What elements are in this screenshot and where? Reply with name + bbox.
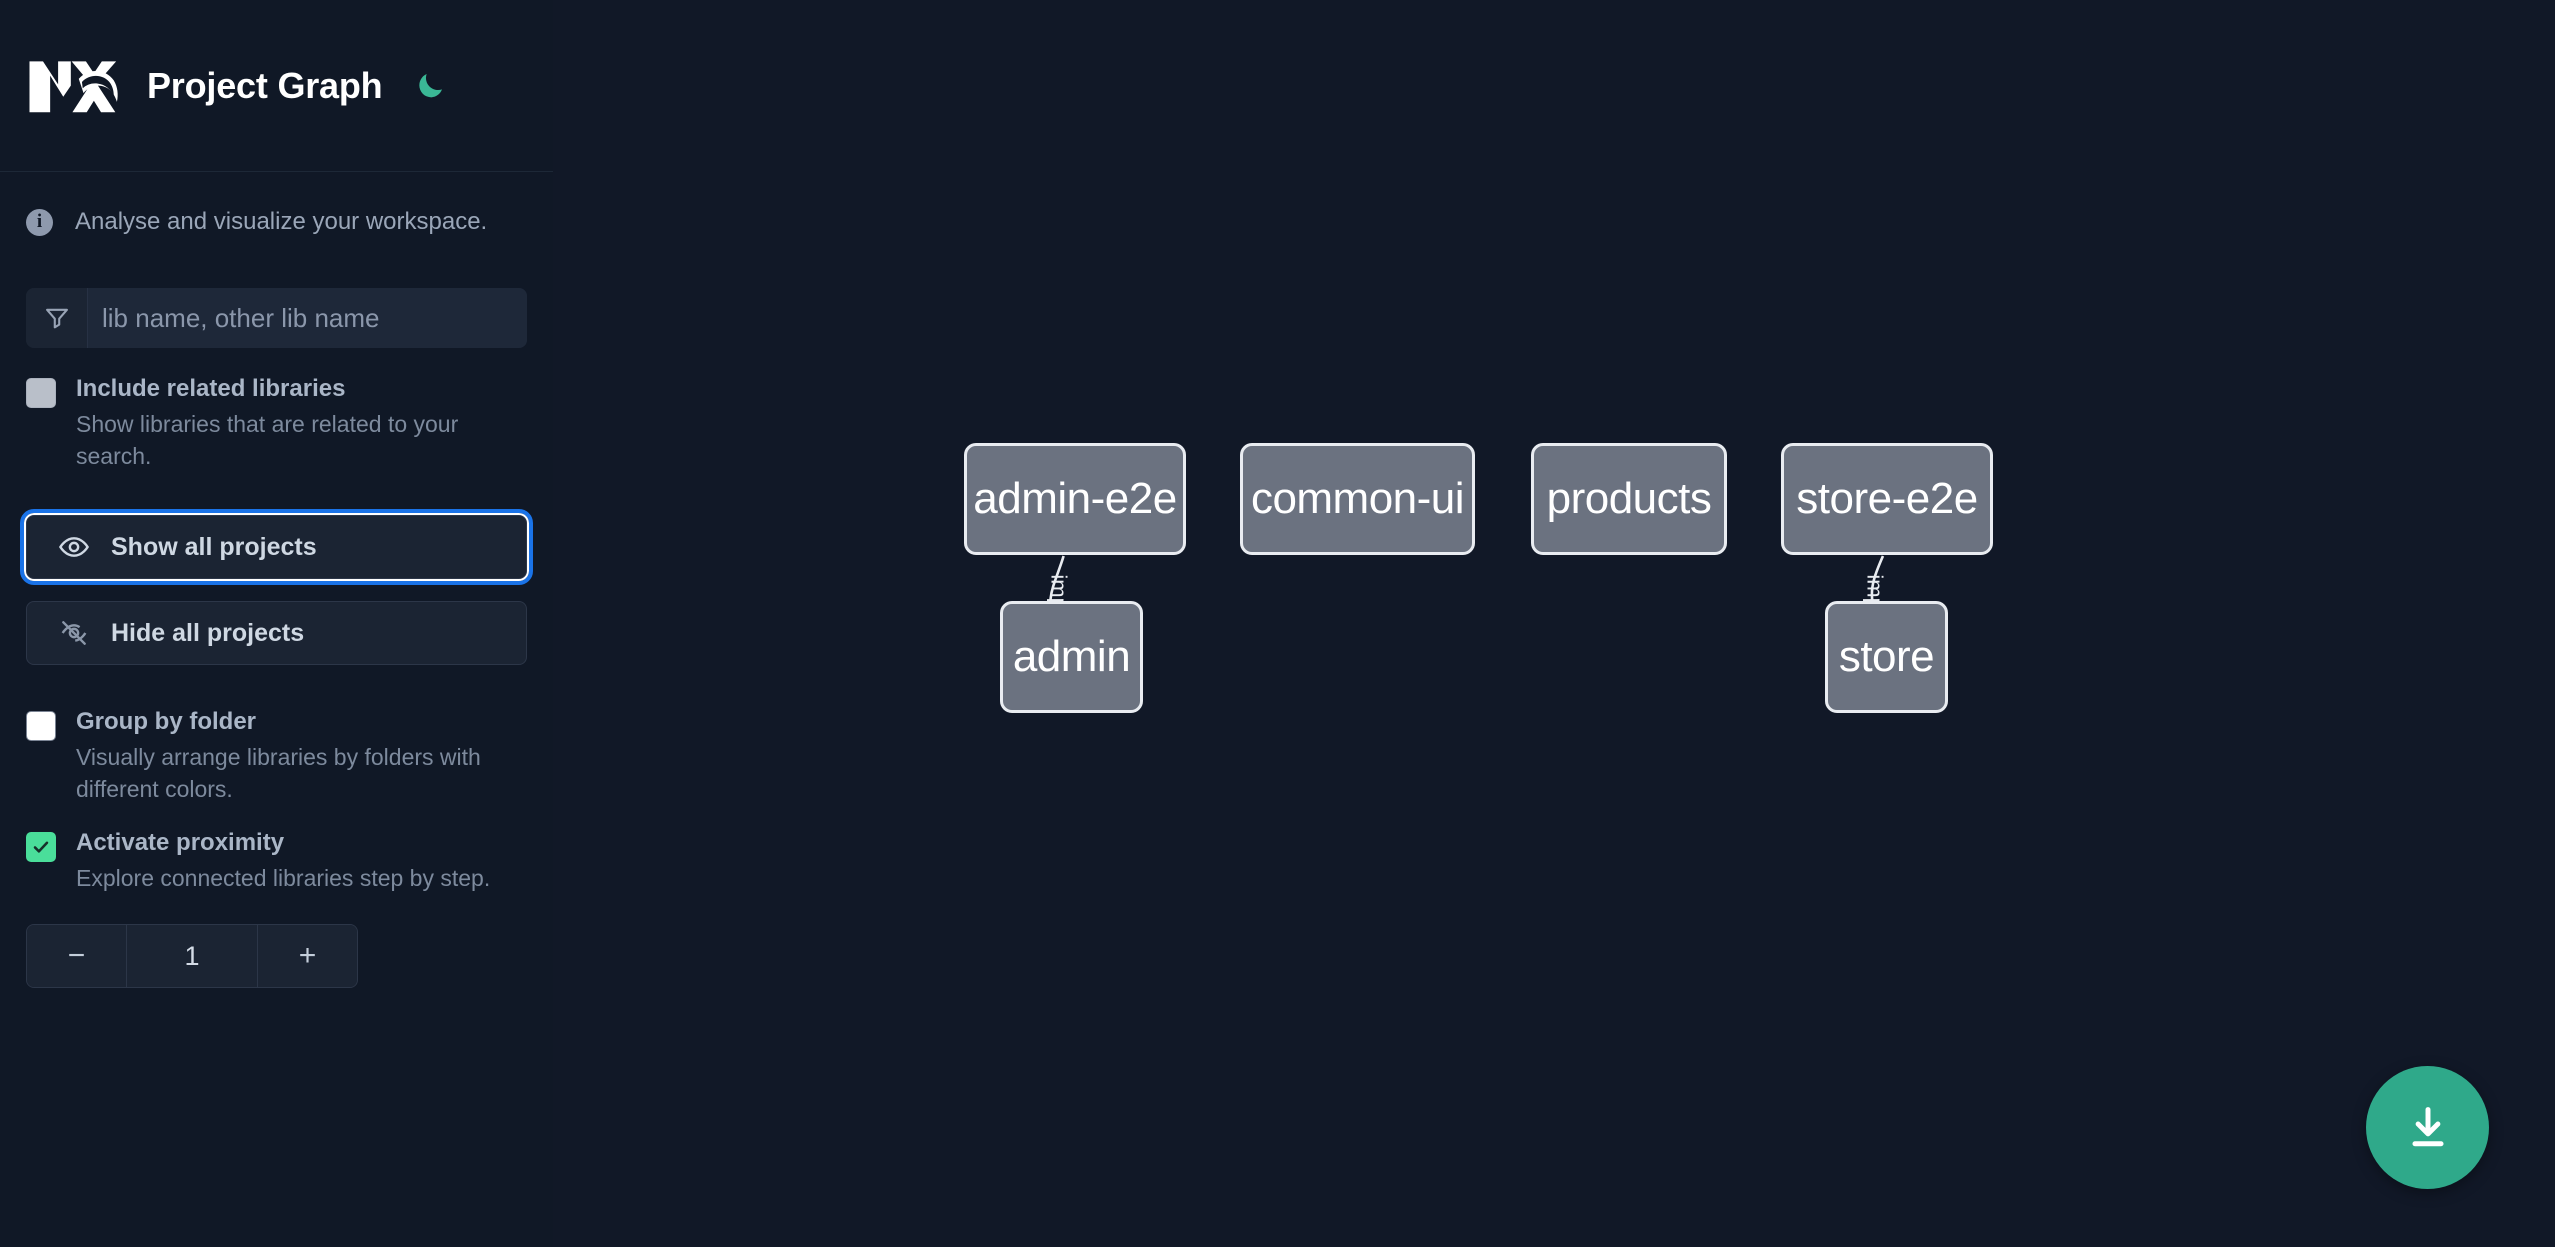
graph-node-store[interactable]: store xyxy=(1825,601,1948,713)
option-title: Group by folder xyxy=(76,708,256,736)
graph-node-store-e2e[interactable]: store-e2e xyxy=(1781,443,1993,555)
show-all-projects-label: Show all projects xyxy=(111,532,317,561)
tagline-text: Analyse and visualize your workspace. xyxy=(75,208,488,235)
moon-icon[interactable] xyxy=(410,66,450,106)
graph-node-common-ui[interactable]: common-ui xyxy=(1240,443,1475,555)
nx-logo-icon xyxy=(26,55,122,117)
workspace-tagline: i Analyse and visualize your workspace. xyxy=(0,172,553,272)
graph-canvas[interactable]: implicit implicit admin-e2e common-ui pr… xyxy=(553,0,2555,1247)
hide-all-projects-label: Hide all projects xyxy=(111,618,305,647)
proximity-stepper[interactable]: − 1 + xyxy=(26,924,358,989)
option-activate-proximity[interactable]: Activate proximity Explore connected lib… xyxy=(0,828,553,894)
funnel-icon xyxy=(26,288,88,348)
increment-button[interactable]: + xyxy=(257,925,357,988)
decrement-button[interactable]: − xyxy=(27,925,127,988)
info-icon: i xyxy=(26,208,53,236)
checkbox-group-by-folder[interactable] xyxy=(26,711,56,742)
eye-icon xyxy=(57,530,91,564)
graph-edges xyxy=(1038,555,1886,636)
checkbox-include-related-libraries[interactable] xyxy=(26,378,56,408)
filter-box[interactable] xyxy=(26,288,527,348)
graph-node-admin-e2e[interactable]: admin-e2e xyxy=(964,443,1186,555)
filter-row xyxy=(0,288,553,348)
graph-node-products[interactable]: products xyxy=(1531,443,1727,555)
sidebar: Project Graph i Analyse and visualize yo… xyxy=(0,0,553,1247)
page-title: Project Graph xyxy=(147,64,383,106)
proximity-stepper-wrap: − 1 + xyxy=(0,924,553,989)
option-description: Show libraries that are related to your … xyxy=(76,410,459,470)
option-include-related-libraries[interactable]: Include related libraries Show libraries… xyxy=(0,374,553,473)
search-input[interactable] xyxy=(88,288,527,348)
show-all-projects-button[interactable]: Show all projects xyxy=(20,509,533,586)
download-graph-button[interactable] xyxy=(2366,1066,2489,1189)
sidebar-header: Project Graph xyxy=(0,0,553,172)
checkbox-activate-proximity[interactable] xyxy=(26,832,56,863)
hide-all-projects-wrap: Hide all projects xyxy=(0,601,553,666)
show-all-projects-wrap: Show all projects xyxy=(0,509,553,586)
download-icon xyxy=(2411,1106,2444,1146)
eye-off-icon xyxy=(57,616,91,650)
option-title: Include related libraries xyxy=(76,375,346,402)
stepper-value: 1 xyxy=(127,925,257,988)
option-description: Explore connected libraries step by step… xyxy=(76,864,491,891)
graph-node-admin[interactable]: admin xyxy=(1000,601,1143,713)
option-group-by-folder[interactable]: Group by folder Visually arrange librari… xyxy=(0,707,553,806)
option-title: Activate proximity xyxy=(76,829,285,857)
option-description: Visually arrange libraries by folders wi… xyxy=(76,743,481,803)
hide-all-projects-button[interactable]: Hide all projects xyxy=(26,601,527,666)
